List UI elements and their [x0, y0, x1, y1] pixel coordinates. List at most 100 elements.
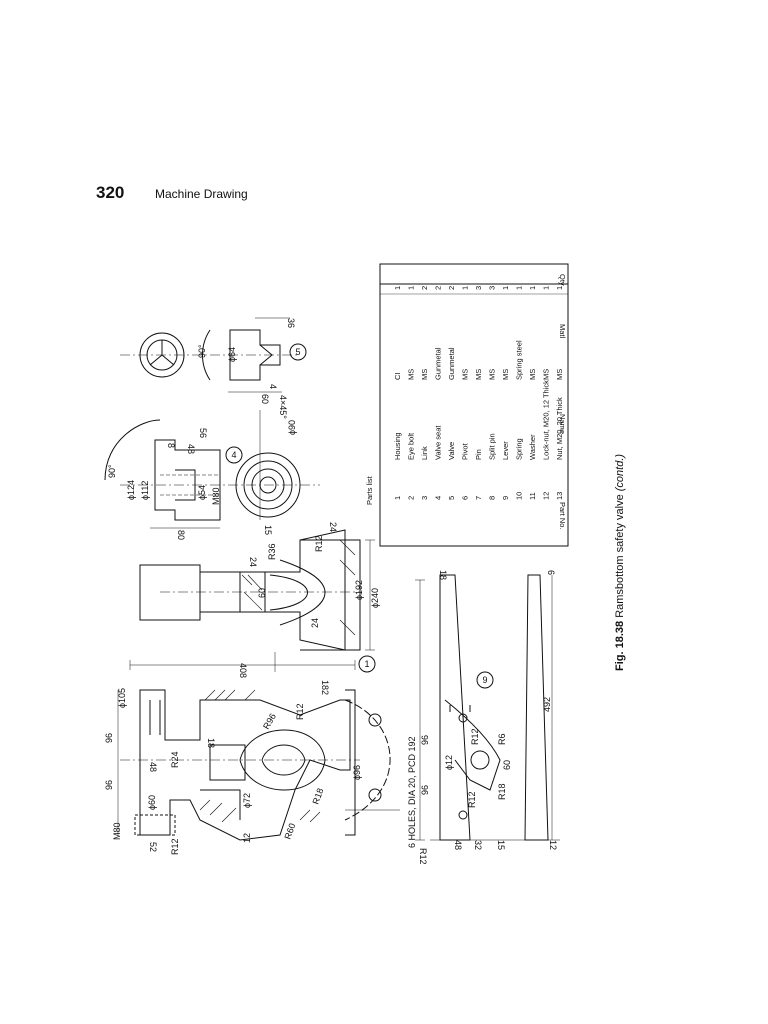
table-cell: 1 [501, 286, 510, 290]
table-cell: 9 [501, 496, 510, 500]
dim-label: M80 [112, 822, 122, 840]
dim-label: 18 [206, 738, 216, 748]
dim-label: ϕ90 [287, 420, 297, 435]
parts-table-frame [379, 263, 569, 547]
dim-label: R12 [314, 535, 324, 552]
dim-label: 6 [546, 570, 556, 575]
dim-label: ϕ72 [242, 793, 252, 808]
dim-label: ϕ112 [140, 481, 150, 500]
callout-5 [289, 343, 307, 361]
caption-text: Ramsbottom safety valve [614, 494, 626, 618]
running-title: Machine Drawing [155, 187, 248, 201]
dim-label: 32 [473, 840, 483, 850]
table-cell: 4 [434, 496, 443, 500]
dim-label: ϕ240 [370, 588, 380, 608]
table-cell: 12 [542, 492, 551, 500]
housing-outline [139, 689, 351, 841]
col-qty: Qty [558, 274, 567, 286]
dim-label: M80 [211, 487, 221, 505]
table-cell: Gunmetal [434, 347, 443, 380]
table-cell: 3 [488, 286, 497, 290]
callout-9-label: 9 [482, 675, 487, 685]
table-cell: Lock-nut, M20, 12 Thick [542, 380, 551, 460]
table-cell: Link [420, 446, 429, 460]
dim-label: 408 [238, 663, 248, 678]
dim-label: 12 [242, 833, 252, 843]
dim-label: ϕ60 [147, 795, 157, 810]
dim-label: R18 [497, 783, 507, 800]
dim-label: 96 [420, 785, 430, 795]
dim-label: 6 HOLES, DIA 20, PCD 192 [407, 736, 417, 848]
dim-label: 96 [104, 780, 114, 790]
table-cell: 5 [447, 496, 456, 500]
table-cell: Gunmetal [447, 347, 456, 380]
dim-label: 60 [502, 760, 512, 770]
dim-label: 48 [148, 762, 158, 772]
dim-label: 15 [263, 525, 273, 535]
valve-seat-elevation [154, 439, 221, 521]
table-cell: 1 [407, 286, 416, 290]
table-cell: Pin [474, 449, 483, 460]
table-cell: 11 [528, 492, 537, 500]
dim-label: R18 [310, 787, 325, 806]
housing-side-view [139, 564, 201, 621]
dim-label: 492 [542, 697, 552, 712]
dim-label: ϕ12 [444, 755, 454, 770]
dim-label: R36 [267, 543, 277, 560]
dim-label: R96 [261, 712, 278, 731]
table-cell: 1 [555, 286, 564, 290]
lever-elevation [439, 574, 471, 841]
dim-label: R60 [282, 822, 297, 841]
table-cell: MS [528, 369, 537, 380]
dim-label: R12 [295, 703, 305, 720]
dim-label: 4×45° [278, 395, 288, 419]
dim-label: 36 [286, 318, 296, 328]
table-cell: 1 [393, 496, 402, 500]
table-cell: 1 [461, 286, 470, 290]
dim-label: 182 [320, 680, 330, 695]
table-cell: 1 [393, 286, 402, 290]
table-cell: Spring [515, 438, 524, 460]
caption-contd: (contd.) [614, 453, 626, 492]
dim-label: 80 [176, 530, 186, 540]
dim-label: 24 [248, 557, 258, 567]
dim-label: 48 [453, 840, 463, 850]
table-cell: Valve [447, 442, 456, 460]
dim-label: ϕ96 [352, 765, 362, 780]
table-cell: MS [555, 369, 564, 380]
dim-label: 24 [328, 522, 338, 532]
callout-4-label: 4 [231, 450, 236, 460]
table-cell: Washer [528, 434, 537, 460]
dim-label: R12 [470, 728, 480, 745]
table-cell: Pivot [461, 442, 470, 460]
col-partno: Part No. [558, 502, 567, 530]
dim-label: ϕ105 [117, 688, 127, 708]
table-cell: 8 [488, 496, 497, 500]
dim-label: 24 [310, 618, 320, 628]
table-cell: Valve seat [434, 425, 443, 460]
dim-label: ϕ54 [197, 485, 207, 500]
table-cell: 1 [515, 286, 524, 290]
dim-label: 52 [148, 842, 158, 852]
callout-1 [358, 655, 376, 673]
dim-label: 90° [107, 464, 117, 478]
table-cell: MS [407, 369, 416, 380]
table-cell: Spring steel [515, 340, 524, 380]
dim-label: 96 [104, 733, 114, 743]
dim-label: 48 [186, 444, 196, 454]
table-cell: Nut, M20, 20 Thick [555, 397, 564, 460]
table-cell: 10 [515, 492, 524, 500]
table-cell: MS [461, 369, 470, 380]
caption-fig-label: Fig. 18.38 [614, 620, 626, 671]
table-cell: 2 [407, 496, 416, 500]
table-cell: 1 [542, 286, 551, 290]
col-matl: Matl [558, 324, 567, 339]
parts-list-table: Part No. Name Matl Qty [558, 274, 567, 530]
callout-4 [225, 446, 243, 464]
dim-label: R24 [170, 751, 180, 768]
table-cell: 13 [555, 492, 564, 500]
callout-5-label: 5 [295, 347, 300, 357]
table-cell: 2 [420, 286, 429, 290]
